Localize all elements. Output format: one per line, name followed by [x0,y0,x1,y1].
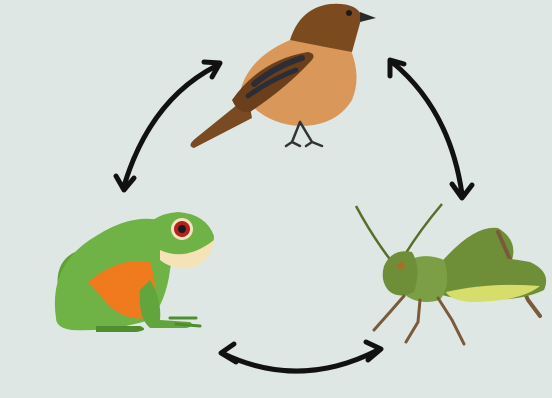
food-web-diagram [0,0,552,398]
